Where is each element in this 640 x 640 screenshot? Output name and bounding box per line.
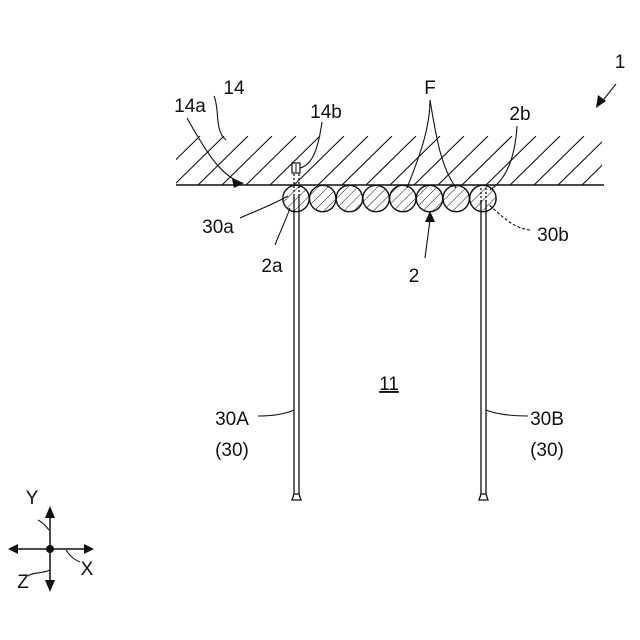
fiber-circle (310, 185, 336, 211)
fiber-circle (416, 185, 442, 211)
label-30b: 30b (537, 225, 569, 246)
wire-30A (292, 170, 301, 500)
hatch-line (294, 136, 344, 185)
arrow-right-icon (84, 544, 94, 554)
label-14a: 14a (174, 96, 206, 117)
label-30A-group: (30) (215, 440, 249, 461)
hatch-line (582, 136, 632, 185)
label-14: 14 (223, 78, 245, 99)
arrow-left-icon (8, 544, 18, 554)
label-2a: 2a (261, 256, 283, 277)
hatch-line (246, 136, 296, 185)
hatch-line (414, 136, 464, 185)
label-30B-group: (30) (530, 440, 564, 461)
leader-F1 (407, 100, 430, 188)
wire-30B (479, 188, 488, 500)
arrow-1-icon (596, 95, 606, 108)
label-30B: 30B (530, 409, 564, 430)
label-14b: 14b (310, 102, 342, 123)
leader-30b (488, 204, 530, 230)
axis-label-z: Z (17, 572, 29, 593)
hatch-line (222, 136, 272, 185)
fiber-circle (443, 185, 469, 211)
label-device: 1 (615, 52, 626, 73)
axis-label-y: Y (26, 488, 39, 509)
member-hatching (150, 136, 640, 185)
label-30A: 30A (215, 409, 249, 430)
fiber-circle (336, 185, 362, 211)
arrow-down-icon (45, 580, 55, 592)
leader-2 (425, 220, 430, 258)
hatch-line (198, 136, 248, 185)
hatch-line (342, 136, 392, 185)
fiber-circle (283, 185, 309, 211)
hatch-line (534, 136, 584, 185)
hatch-line (558, 136, 608, 185)
leader-30A (258, 410, 294, 416)
hatch-line (390, 136, 440, 185)
hatch-line (174, 136, 224, 185)
arrow-up-icon (45, 506, 55, 518)
leader-30a (240, 196, 288, 218)
hatch-line (630, 136, 640, 185)
label-11: 11 (379, 374, 399, 395)
label-F: F (424, 78, 436, 99)
hatch-line (150, 136, 200, 185)
axis-origin-icon (46, 545, 54, 553)
hatch-line (462, 136, 512, 185)
fiber-circle (390, 185, 416, 211)
axis-label-x: X (81, 559, 94, 580)
hatch-line (510, 136, 560, 185)
leader-2a (275, 208, 290, 245)
arrow-2-icon (425, 211, 435, 222)
fiber-circle (470, 185, 496, 211)
leader-14 (214, 96, 226, 140)
hatch-line (606, 136, 640, 185)
leader-14a (187, 118, 240, 182)
hatch-line (438, 136, 488, 185)
leader-30B (486, 410, 528, 416)
fiber-circle (363, 185, 389, 211)
label-30a: 30a (202, 217, 234, 238)
label-2: 2 (409, 266, 420, 287)
fiber-bundle (283, 185, 496, 211)
hatch-line (270, 136, 320, 185)
arrow-14a-icon (232, 179, 244, 188)
leader-lines (187, 84, 616, 416)
hatch-line (366, 136, 416, 185)
hatch-line (318, 136, 368, 185)
leader-F2 (430, 100, 456, 188)
label-2b: 2b (509, 104, 530, 125)
